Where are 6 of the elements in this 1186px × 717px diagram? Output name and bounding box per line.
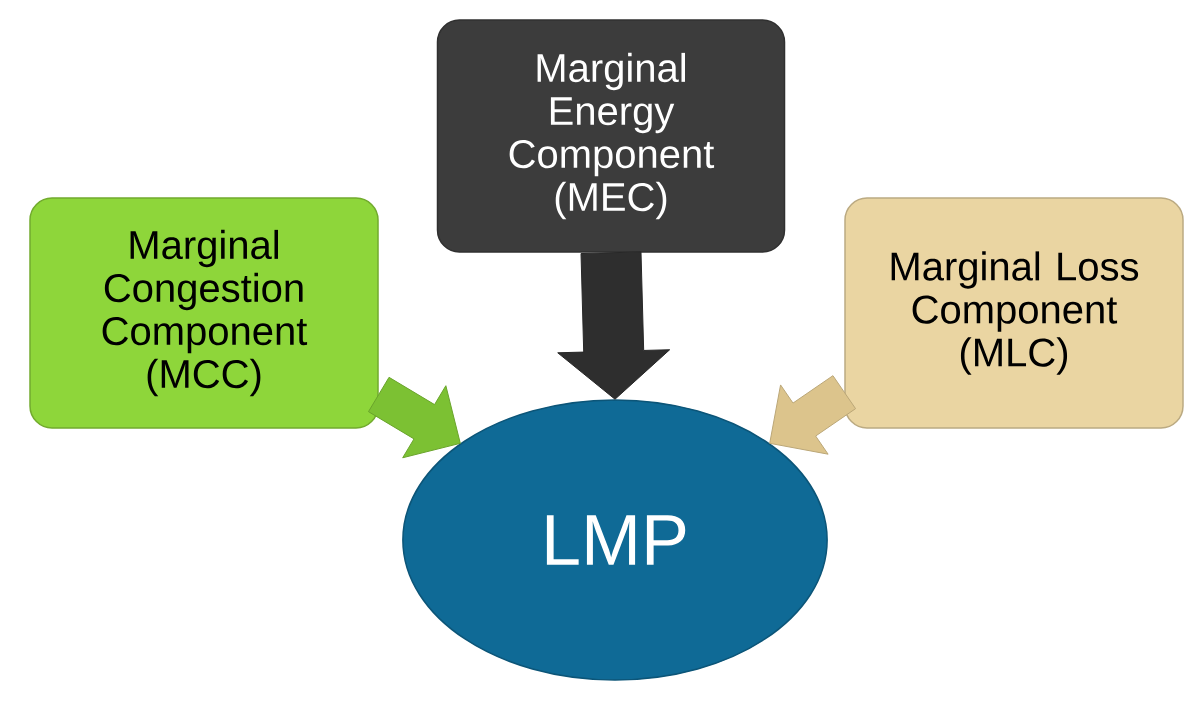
block-arrow — [368, 376, 461, 459]
block-arrow — [769, 375, 857, 455]
block-arrow — [557, 251, 671, 400]
component-box: Marginal Loss Component (MLC) — [844, 197, 1184, 429]
component-box: Marginal Congestion Component (MCC) — [29, 197, 379, 429]
component-box: Marginal Energy Component (MEC) — [436, 19, 786, 253]
